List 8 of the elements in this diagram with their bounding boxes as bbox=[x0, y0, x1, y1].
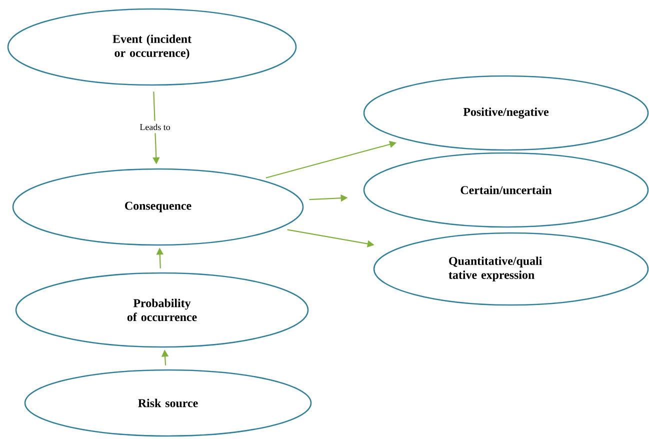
ellipse-node: Event (incident or occurrence) bbox=[7, 8, 297, 86]
ellipse-node: Probability of occurrence bbox=[15, 272, 309, 348]
ellipse-node: Quantitative/quali tative expression bbox=[373, 232, 649, 306]
ellipse-node: Certain/uncertain bbox=[363, 152, 649, 228]
edge-label: Leads to bbox=[136, 120, 174, 134]
ellipse-node: Positive/negative bbox=[363, 75, 649, 151]
ellipse-node: Risk source bbox=[24, 369, 312, 437]
ellipse-node: Consequence bbox=[12, 168, 304, 246]
